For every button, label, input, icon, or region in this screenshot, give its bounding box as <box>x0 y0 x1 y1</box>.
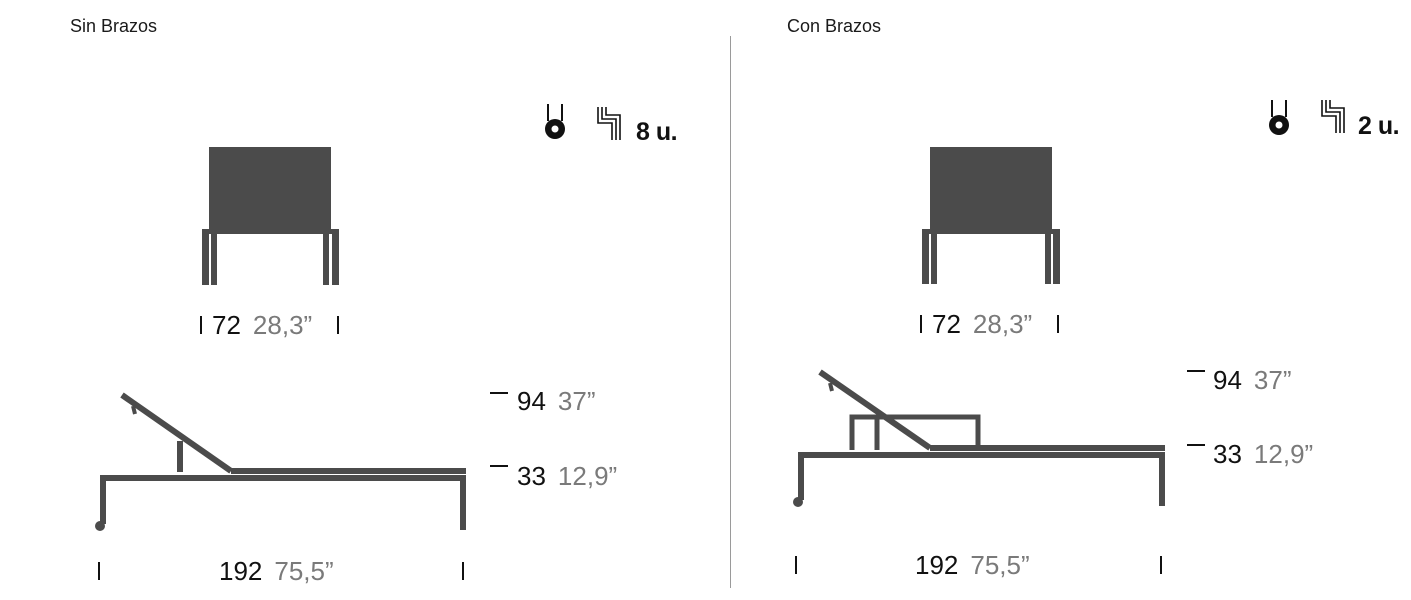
panel-sin-brazos: Sin Brazos <box>70 16 678 584</box>
stack-icon <box>597 107 621 140</box>
lounger-wheel <box>793 497 803 507</box>
stack-quantity: 2 u. <box>1358 112 1400 140</box>
chair-front-view <box>202 147 339 285</box>
panel-title: Sin Brazos <box>70 16 158 36</box>
width-dimension: 72 28,3” <box>212 312 312 338</box>
lounger-wheel <box>95 521 105 531</box>
height-total-inch: 37” <box>557 386 596 416</box>
drawing-canvas <box>95 104 621 580</box>
panel-con-brazos: Con Brazos <box>732 0 1411 600</box>
height-total-cm: 94 <box>517 386 546 416</box>
width-dimension-ticks <box>200 316 339 334</box>
height-total-dimension: 94 37” <box>1213 367 1292 393</box>
lounger-side-view <box>798 369 1165 506</box>
height-seat-inch: 12,9” <box>557 461 618 491</box>
height-seat-cm: 33 <box>1213 439 1242 469</box>
height-total-dimension: 94 37” <box>517 388 596 414</box>
height-total-cm: 94 <box>1213 365 1242 395</box>
height-seat-inch: 12,9” <box>1253 439 1314 469</box>
wheel-icon <box>545 104 565 139</box>
length-inch: 75,5” <box>970 550 1030 580</box>
height-seat-dimension: 33 12,9” <box>1213 441 1313 467</box>
chair-front-view <box>922 147 1060 284</box>
width-inch: 28,3” <box>972 309 1033 339</box>
width-cm: 72 <box>932 309 961 339</box>
length-dimension-ticks <box>795 556 1162 574</box>
stack-quantity: 8 u. <box>636 118 678 146</box>
length-dimension: 192 75,5” <box>915 552 1030 578</box>
width-dimension: 72 28,3” <box>932 311 1032 337</box>
height-seat-dimension: 33 12,9” <box>517 463 617 489</box>
length-dimension: 192 75,5” <box>219 558 334 584</box>
height-seat-cm: 33 <box>517 461 546 491</box>
height-total-inch: 37” <box>1253 365 1292 395</box>
panel-divider <box>730 36 731 588</box>
length-cm: 192 <box>915 550 959 580</box>
lounger-side-view <box>100 392 466 530</box>
length-cm: 192 <box>219 556 263 586</box>
stack-icon <box>1321 100 1345 133</box>
width-cm: 72 <box>212 310 241 340</box>
width-dimension-ticks <box>920 315 1059 333</box>
panel-title: Con Brazos <box>787 16 882 36</box>
length-dimension-ticks <box>98 562 464 580</box>
wheel-icon <box>1269 100 1289 135</box>
width-inch: 28,3” <box>252 310 313 340</box>
drawing-canvas <box>793 100 1345 574</box>
length-inch: 75,5” <box>274 556 334 586</box>
